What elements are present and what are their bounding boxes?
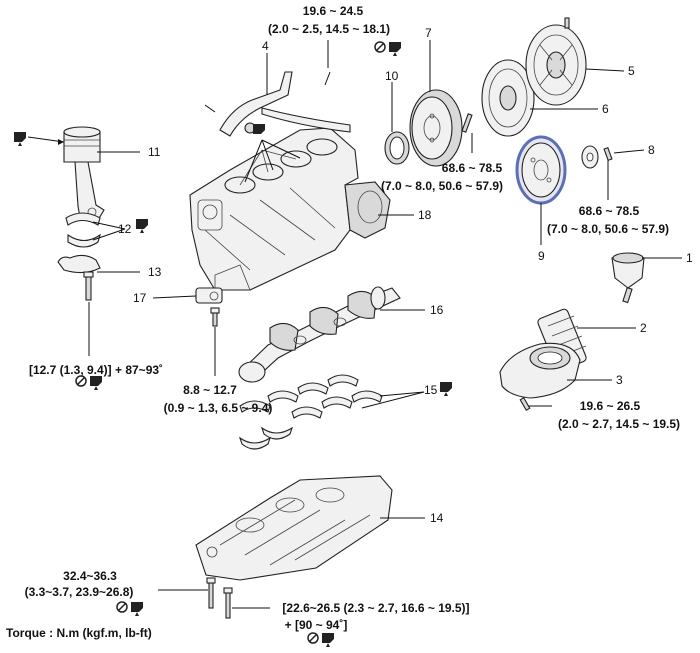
flywheel-bolt [461, 113, 473, 133]
do-not-reuse-icon [75, 375, 87, 387]
callout-6: 6 [602, 102, 609, 116]
callout-1: 1 [686, 251, 693, 265]
callout-13: 13 [148, 265, 162, 279]
torque-flywheel-units: (7.0 ~ 8.0, 50.6 ~ 57.9) [381, 179, 503, 193]
callout-18: 18 [418, 208, 432, 222]
callout-3: 3 [616, 373, 623, 387]
engine-oil-icon [389, 42, 401, 56]
oil-seal [384, 131, 410, 165]
engine-oil-icon [440, 382, 452, 396]
torque-drive-plate-value: 68.6 ~ 78.5 [579, 204, 640, 218]
callout-15: 15 [424, 383, 438, 397]
do-not-reuse-icon [374, 41, 386, 53]
callout-17: 17 [133, 291, 147, 305]
leader-lines [27, 40, 682, 609]
torque-sensor-value: 8.8 ~ 12.7 [183, 383, 237, 397]
torque-rod-cap: [12.7 (1.3, 9.4)] + 87~93˚ [29, 363, 163, 377]
callout-11: 11 [148, 145, 161, 159]
engine-oil-icon [90, 376, 102, 390]
callout-16: 16 [430, 303, 444, 317]
callout-8: 8 [648, 143, 655, 157]
torque-sensor-units: (0.9 ~ 1.3, 6.5 ~ 9.4) [164, 401, 273, 415]
torque-drive-plate-units: (7.0 ~ 8.0, 50.6 ~ 57.9) [547, 222, 669, 236]
sensor [195, 287, 223, 327]
torque-coolant-pipe-units: (2.0 ~ 2.5, 14.5 ~ 18.1) [268, 22, 390, 36]
torque-flywheel-value: 68.6 ~ 78.5 [442, 161, 503, 175]
callout-9: 9 [538, 249, 545, 263]
connecting-rod-bearings [65, 212, 101, 248]
torque-unit-legend: Torque : N.m (kgf.m, lb-ft) [6, 626, 152, 640]
flywheel [409, 89, 463, 167]
callout-14: 14 [430, 511, 444, 525]
ladder-frame-bolts [206, 577, 233, 619]
crankshaft [238, 286, 401, 383]
cylinder-block [189, 127, 391, 291]
engine-oil-icon [253, 124, 265, 134]
oil-pressure-switch [611, 252, 645, 304]
torque-ladder-frame-value: 32.4~36.3 [63, 569, 117, 583]
torque-filter-housing-value: 19.6 ~ 26.5 [580, 399, 641, 413]
torque-coolant-pipe-value: 19.6 ~ 24.5 [303, 4, 364, 18]
clutch-disc [481, 59, 535, 137]
torque-main-bolt-value: [22.6~26.5 (2.3 ~ 2.7, 16.6 ~ 19.5)] [282, 601, 469, 615]
rod-cap-bolt [83, 271, 94, 301]
callout-4: 4 [262, 39, 269, 53]
connecting-rod-cap [57, 254, 101, 274]
callout-7: 7 [425, 26, 432, 40]
callout-5: 5 [628, 64, 635, 78]
coolant-pipe [204, 71, 351, 137]
do-not-reuse-icon [116, 601, 128, 613]
torque-ladder-frame-units: (3.3~3.7, 23.9~26.8) [25, 585, 134, 599]
piston-assembly [63, 126, 105, 221]
engine-oil-icon [136, 219, 148, 233]
oil-filter-housing [499, 342, 581, 411]
torque-filter-housing-units: (2.0 ~ 2.7, 14.5 ~ 19.5) [558, 417, 680, 431]
engine-oil-icon [322, 633, 334, 647]
engine-oil-icon [14, 132, 26, 146]
callout-10: 10 [385, 69, 399, 83]
adapter-plate [581, 145, 613, 169]
drive-plate [515, 135, 567, 205]
engine-oil-icon [131, 602, 143, 616]
torque-main-bolt-angle: + [90 ~ 94˚] [285, 618, 348, 632]
clutch-cover [525, 17, 587, 106]
callout-2: 2 [640, 321, 647, 335]
do-not-reuse-icon [307, 632, 319, 644]
callout-12: 12 [118, 222, 132, 236]
main-bearings [238, 374, 383, 450]
ladder-frame [195, 475, 393, 581]
